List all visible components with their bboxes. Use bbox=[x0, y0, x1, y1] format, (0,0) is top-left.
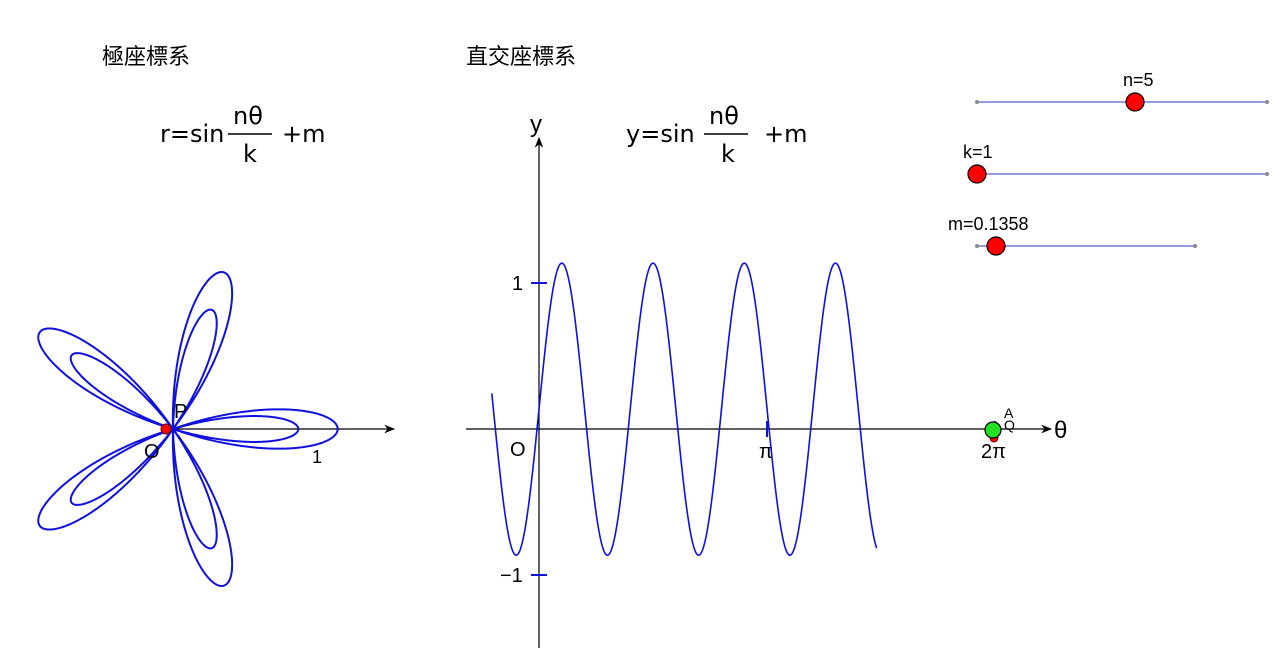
slider-m-handle[interactable] bbox=[986, 236, 1006, 256]
slider-k-end bbox=[1265, 172, 1269, 176]
sine-curve bbox=[491, 262, 878, 556]
point-a[interactable] bbox=[984, 421, 1002, 439]
y-tick-label-1: 1 bbox=[512, 273, 523, 295]
polar-point-p[interactable] bbox=[160, 423, 172, 435]
slider-k[interactable]: k=1 bbox=[963, 142, 1269, 184]
cartesian-formula-lhs: y=sin bbox=[626, 120, 695, 148]
cartesian-formula: y=sin nθ k +m bbox=[626, 102, 808, 168]
polar-origin-label: O bbox=[144, 441, 160, 463]
slider-n[interactable]: n=5 bbox=[975, 70, 1269, 112]
polar-point-p-label: P bbox=[174, 401, 187, 423]
cartesian-formula-rhs: +m bbox=[764, 120, 808, 148]
slider-m-start bbox=[975, 244, 979, 248]
point-a-label: A bbox=[1004, 405, 1014, 421]
theta-axis-name: θ bbox=[1054, 417, 1067, 444]
x-tick-label-pi: π bbox=[759, 441, 773, 463]
polar-formula-rhs: +m bbox=[282, 120, 326, 148]
polar-formula: r=sin nθ k +m bbox=[160, 102, 326, 168]
x-tick-label-2pi: 2π bbox=[981, 441, 1006, 463]
polar-formula-lhs: r=sin bbox=[160, 120, 224, 148]
y-axis-name: y bbox=[530, 111, 542, 138]
slider-n-start bbox=[975, 100, 979, 104]
slider-m-label: m=0.1358 bbox=[948, 214, 1029, 234]
cartesian-panel: y θ 1 −1 O π 2π A Q bbox=[466, 111, 1067, 648]
polar-tick-label-1: 1 bbox=[312, 447, 322, 467]
point-q-label: Q bbox=[1004, 417, 1015, 433]
y-tick-label-neg1: −1 bbox=[500, 565, 523, 587]
cartesian-formula-denominator: k bbox=[721, 140, 735, 168]
polar-rose-curve bbox=[37, 271, 339, 587]
slider-m-end bbox=[1193, 244, 1197, 248]
polar-formula-denominator: k bbox=[243, 140, 257, 168]
slider-n-handle[interactable] bbox=[1125, 92, 1145, 112]
cartesian-panel-title: 直交座標系 bbox=[466, 45, 576, 70]
polar-formula-numerator: nθ bbox=[233, 102, 263, 130]
slider-k-label: k=1 bbox=[963, 142, 993, 162]
cartesian-origin-label: O bbox=[510, 439, 526, 461]
polar-panel: P O 1 bbox=[37, 271, 396, 587]
slider-k-handle[interactable] bbox=[967, 164, 987, 184]
polar-panel-title: 極座標系 bbox=[102, 45, 190, 70]
cartesian-formula-numerator: nθ bbox=[709, 102, 739, 130]
slider-n-end bbox=[1265, 100, 1269, 104]
slider-n-label: n=5 bbox=[1123, 70, 1154, 90]
slider-m[interactable]: m=0.1358 bbox=[948, 214, 1197, 256]
